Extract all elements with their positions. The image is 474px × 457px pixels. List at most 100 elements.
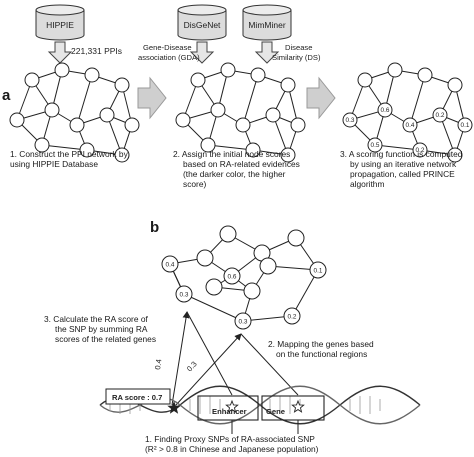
- node-score-label: 0.4: [166, 261, 175, 268]
- ds-label-line1: Disease: [285, 43, 312, 52]
- node-score-label: 0.3: [239, 318, 248, 325]
- network-node: [54, 62, 70, 78]
- calc-line1: 3. Calculate the RA score of: [44, 314, 148, 324]
- process-arrow-2: [306, 76, 336, 120]
- network-node: [24, 72, 40, 88]
- ds-label-line2: Similarity (DS): [272, 53, 321, 62]
- network-node: [114, 77, 130, 93]
- network-node: [124, 117, 140, 133]
- gene-snp-star: [291, 399, 305, 413]
- network-node: [447, 147, 463, 163]
- ppi-network: [9, 62, 140, 163]
- network-node: [9, 112, 25, 128]
- node-score-label: 0.5: [371, 142, 380, 149]
- network-edge: [41, 144, 88, 151]
- gda-label-line2: association (GDA): [138, 53, 200, 62]
- lead-snp-star: [167, 401, 181, 414]
- step1-line1: 1. Construct the PPI network by: [10, 149, 129, 159]
- map-line-gene: [240, 333, 299, 396]
- mimminer-down-arrow: [254, 41, 280, 64]
- node-score-label: 0.2: [288, 313, 297, 320]
- weight-arrow-gene: [175, 333, 242, 406]
- step3-line1: 3. A scoring function is computed: [340, 149, 463, 159]
- calc-line2: the SNP by summing RA: [55, 324, 148, 334]
- gda-label-line1: Gene-Disease: [143, 43, 192, 52]
- network-node: [99, 107, 115, 123]
- step2-line4: score): [183, 179, 206, 189]
- mimminer-database: MimMiner: [242, 4, 292, 41]
- network-node: [447, 77, 463, 93]
- ra-score: RA score : 0.7: [112, 393, 162, 402]
- network-edge: [242, 74, 259, 126]
- finding-line1: 1. Finding Proxy SNPs of RA-associated S…: [145, 434, 315, 444]
- disgenet-database: DisGeNet: [177, 4, 227, 41]
- node-score-label: 0.2: [416, 147, 425, 154]
- network-node: [387, 62, 403, 78]
- disgenet-label: DisGeNet: [184, 20, 221, 30]
- network-node: [235, 117, 251, 133]
- network-edge: [409, 74, 426, 126]
- node-score-label: 0.3: [346, 117, 355, 124]
- hippie-label: HIPPIE: [46, 20, 74, 30]
- step2-line3: (the darker color, the higher: [183, 169, 286, 179]
- network-node: [190, 72, 206, 88]
- network-node: [245, 142, 261, 158]
- network-node: [200, 137, 216, 153]
- network-node: [283, 307, 301, 325]
- panel-a-label: a: [2, 87, 11, 104]
- finding-line2: (R² > 0.8 in Chinese and Japanese popula…: [145, 444, 319, 454]
- network-node: [290, 117, 306, 133]
- network-node: [280, 77, 296, 93]
- ra-score-box: [105, 388, 171, 405]
- gene-region: [261, 395, 325, 421]
- map-line2: on the functional regions: [276, 349, 367, 359]
- network-node: [377, 102, 393, 118]
- map-line-enhancer: [186, 311, 233, 396]
- network-edge: [183, 293, 244, 322]
- panel-b-label: b: [150, 219, 159, 236]
- network-node: [342, 112, 358, 128]
- network-node: [259, 257, 277, 275]
- calc-line3: scores of the related genes: [55, 334, 156, 344]
- network-node: [367, 137, 383, 153]
- step2-line2: based on RA-related evidences: [183, 159, 300, 169]
- network-node: [175, 112, 191, 128]
- step1-line2: using HIPPIE Database: [10, 159, 98, 169]
- network-node: [196, 249, 214, 267]
- node-score-label: 0.3: [180, 291, 189, 298]
- hippie-down-arrow: [47, 41, 73, 64]
- network-edge: [76, 74, 93, 126]
- propagated-network: 0.30.60.40.20.10.50.2: [342, 62, 473, 163]
- network-node: [243, 282, 261, 300]
- weight-0.3: 0.3: [185, 360, 199, 374]
- network-node: [432, 107, 448, 123]
- ppi-count: 221,331 PPIs: [71, 46, 122, 56]
- node-score-label: 0.1: [461, 122, 470, 129]
- network-node: [234, 312, 252, 330]
- node-score-label: 0.1: [314, 267, 323, 274]
- network-node: [210, 102, 226, 118]
- gene-label: Gene: [266, 407, 285, 416]
- network-node: [223, 267, 241, 285]
- network-node: [220, 62, 236, 78]
- node-score-label: 0.2: [436, 112, 445, 119]
- step2-line1: 2. Assign the initial node scores: [173, 149, 290, 159]
- network-node: [69, 117, 85, 133]
- node-score-label: 0.6: [381, 107, 390, 114]
- scored-network: [175, 62, 306, 163]
- network-node: [84, 67, 100, 83]
- network-edge: [291, 269, 319, 317]
- network-node: [417, 67, 433, 83]
- snp-network: 0.40.60.10.30.20.3: [161, 225, 327, 330]
- network-edge: [207, 144, 254, 151]
- process-arrow-1: [137, 76, 167, 120]
- network-node: [34, 137, 50, 153]
- network-node: [309, 261, 327, 279]
- network-node: [457, 117, 473, 133]
- network-node: [287, 229, 305, 247]
- network-node: [161, 255, 179, 273]
- network-node: [265, 107, 281, 123]
- network-node: [357, 72, 373, 88]
- network-node: [250, 67, 266, 83]
- enhancer-region: [197, 395, 259, 421]
